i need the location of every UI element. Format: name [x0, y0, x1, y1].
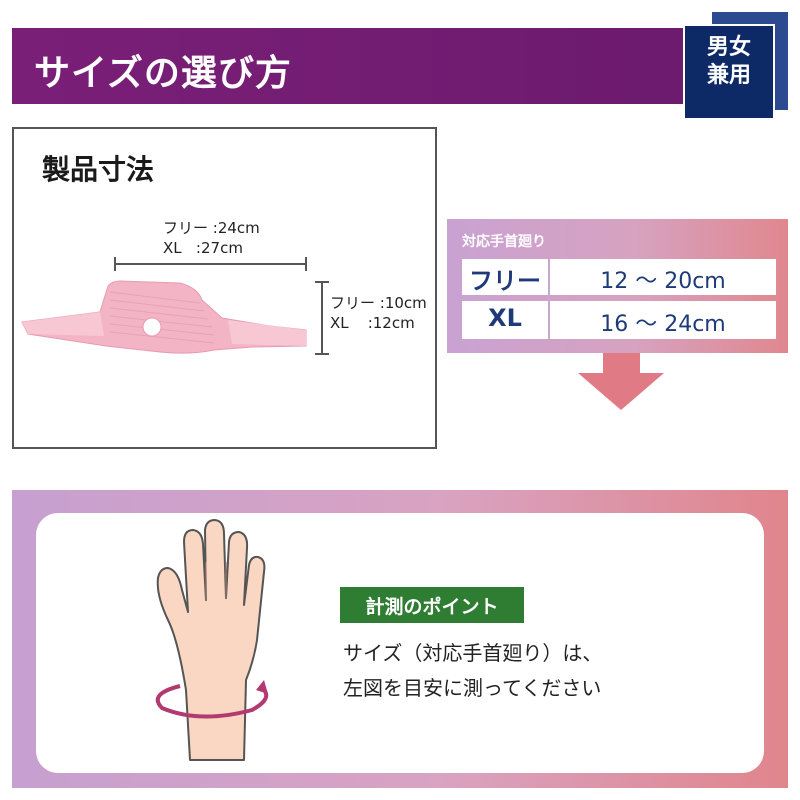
header-bar: [12, 28, 788, 104]
size-range-xl: 16 〜 24cm: [600, 312, 726, 337]
wrist-size-label: 対応手首廻り: [462, 234, 546, 250]
product-dimensions-panel: [12, 127, 437, 449]
instruction-line-1: サイズ（対応手首廻り）は、: [343, 641, 603, 665]
size-name-free: フリー: [469, 267, 541, 295]
width-dimension-label: フリー :24cm XL :27cm: [163, 219, 260, 257]
instruction-line-2: 左図を目安に測ってください: [343, 676, 602, 700]
down-arrow: [578, 350, 664, 410]
size-row: [462, 301, 776, 339]
product-dimensions-title: 製品寸法: [42, 153, 155, 186]
height-dimension-label: フリー :10cm XL :12cm: [330, 294, 427, 332]
size-name-xl: XL: [488, 304, 522, 332]
wrist-support-product: [21, 280, 307, 354]
height-dimension-line: [315, 281, 329, 355]
page-title: サイズの選び方: [34, 53, 292, 94]
width-dimension-line: [114, 257, 307, 271]
table-divider: [548, 259, 550, 339]
measure-point-label: 計測のポイント: [365, 596, 499, 618]
unisex-badge: [683, 24, 775, 120]
size-row: [462, 259, 776, 295]
size-range-free: 12 〜 20cm: [600, 269, 726, 294]
measure-point-badge: [340, 587, 524, 623]
unisex-badge-label: 男女 兼用: [706, 35, 751, 88]
